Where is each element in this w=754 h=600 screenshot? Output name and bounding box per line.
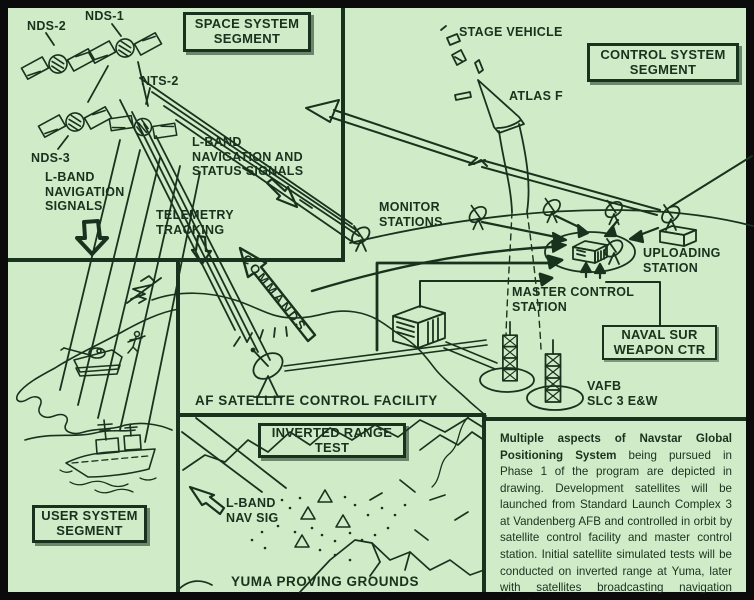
label-nds3: NDS-3 — [31, 151, 71, 165]
naval-weapon-ctr-box: NAVAL SUR WEAPON CTR — [602, 325, 717, 360]
label-lband-nav-status: L-BAND NAVIGATION AND STATUS SIGNALS — [192, 135, 304, 178]
label-nds2: NDS-2 — [27, 19, 67, 33]
label-yuma: YUMA PROVING GROUNDS — [231, 574, 420, 589]
label-uploading-station: UPLOADING STATION — [643, 246, 721, 275]
label-stage-vehicle: STAGE VEHICLE — [459, 25, 563, 39]
space-segment-box: SPACE SYSTEM SEGMENT — [183, 12, 311, 52]
caption-text: Multiple aspects of Navstar Global Posit… — [500, 431, 732, 600]
label-lband-nav-signals: L-BAND NAVIGATION SIGNALS — [45, 170, 125, 213]
inverted-range-box: INVERTED RANGE TEST — [258, 423, 406, 458]
label-nds1: NDS-1 — [85, 9, 125, 23]
control-segment-box: CONTROL SYSTEM SEGMENT — [587, 43, 739, 82]
label-atlas-f: ATLAS F — [509, 89, 563, 103]
label-nts2: NTS-2 — [141, 74, 179, 88]
label-vafb: VAFB SLC 3 E&W — [587, 379, 658, 408]
label-af-scf: AF SATELLITE CONTROL FACILITY — [195, 393, 438, 408]
caption-panel: Multiple aspects of Navstar Global Posit… — [482, 417, 746, 600]
label-telemetry-tracking: TELEMETRY TRACKING — [156, 208, 234, 237]
caption-lead: Multiple aspects of Navstar Global Posit… — [500, 432, 732, 462]
label-lband-nav-sig: L-BAND NAV SIG — [226, 496, 279, 525]
label-monitor-stations: MONITOR STATIONS — [379, 200, 443, 229]
caption-body: being pursued in Phase 1 of the program … — [500, 448, 732, 600]
label-master-control: MASTER CONTROL STATION — [512, 285, 635, 314]
user-segment-box: USER SYSTEM SEGMENT — [32, 505, 147, 543]
